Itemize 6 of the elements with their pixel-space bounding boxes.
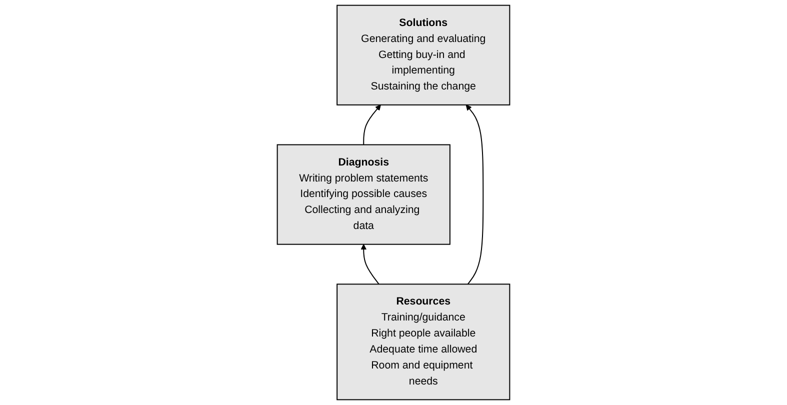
node-box: Solutions Generating and evaluating Getting buy-in and implementing Sustaining the change xyxy=(336,4,510,106)
node-box: Resources Training/guidance Right people available Adequate time allowed Room and equipment needs xyxy=(336,284,510,400)
arrow xyxy=(363,104,381,146)
arrow xyxy=(466,104,484,285)
node-box: Diagnosis Writing problem statements Identifying possible causes Collecting and analyzing data xyxy=(276,144,450,245)
arrow xyxy=(360,244,380,285)
